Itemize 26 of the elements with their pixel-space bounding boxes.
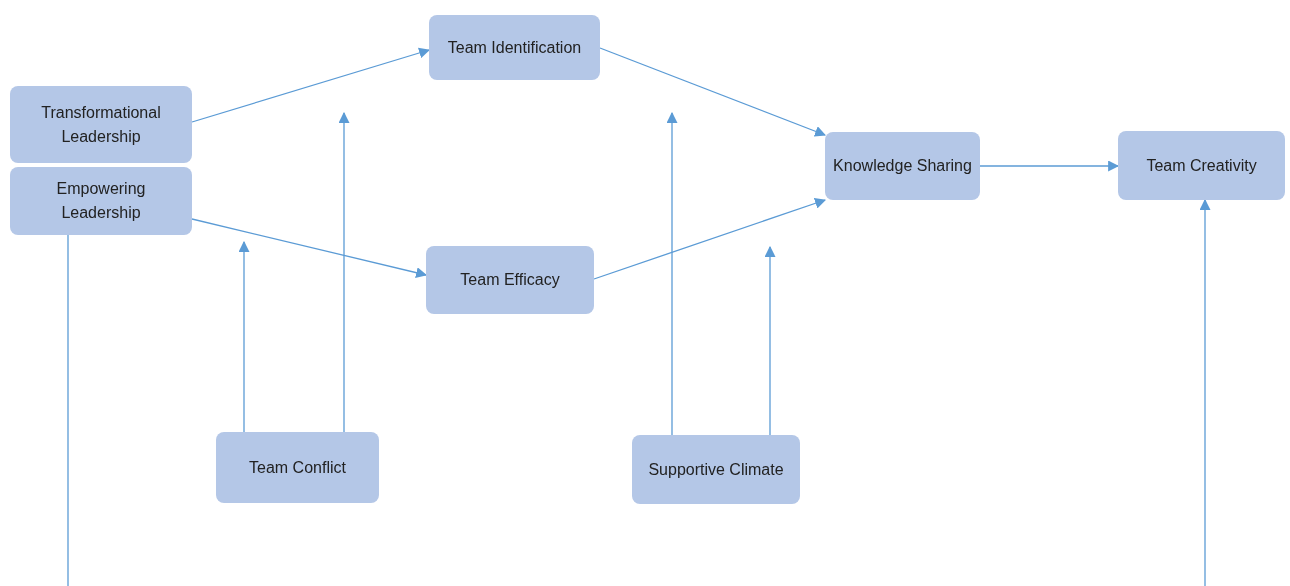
node-label: Knowledge Sharing (832, 156, 973, 176)
concept-box (632, 435, 800, 504)
arrow (191, 47, 431, 123)
concept-box (429, 15, 600, 80)
node-label: Supportive Climate (647, 459, 785, 480)
node-label: Transformational Leadership (40, 102, 162, 147)
arrow (191, 218, 428, 279)
arrow (979, 160, 1120, 172)
concept-box (10, 86, 192, 163)
node-label: Team Efficacy (459, 270, 561, 290)
node-label: Empowering Leadership (55, 179, 147, 223)
arrow (1199, 198, 1211, 586)
arrow (238, 240, 250, 433)
concept-box (10, 167, 192, 235)
concept-box (426, 246, 594, 314)
arrow (666, 111, 678, 436)
node-label: Team Identification (446, 37, 583, 58)
node-label: Team Conflict (248, 457, 347, 478)
concept-box (216, 432, 379, 503)
arrow (599, 47, 827, 137)
concept-box (1118, 131, 1285, 200)
arrow (338, 111, 350, 433)
arrow (593, 198, 827, 280)
arrow (764, 245, 776, 436)
concept-box (825, 132, 980, 200)
node-label: Team Creativity (1145, 155, 1258, 176)
